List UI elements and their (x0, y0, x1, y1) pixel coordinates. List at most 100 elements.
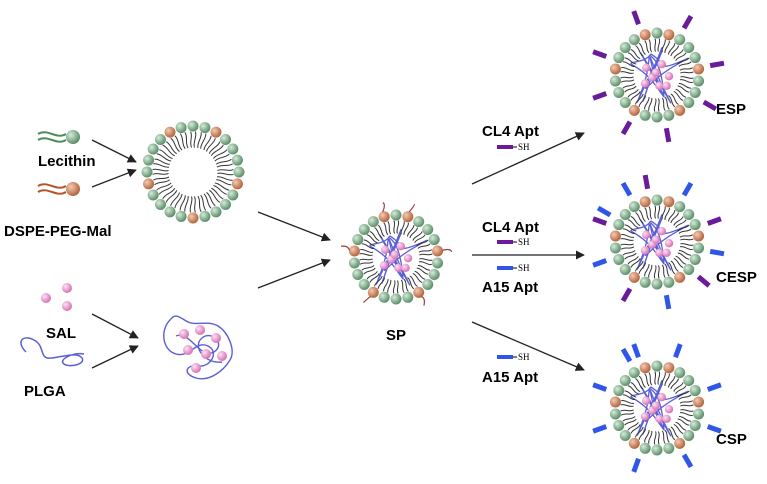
dspe-head (663, 196, 675, 208)
cl4-aptamer (592, 49, 608, 59)
lipid-tail (216, 163, 233, 168)
lipid-tail (624, 85, 637, 93)
a15-aptamer (709, 248, 725, 257)
lipid-tail (158, 185, 173, 195)
lecithin-head (651, 111, 663, 123)
lipid-tail (622, 416, 636, 422)
lipid-tail (638, 42, 646, 55)
lipid-vesicle (141, 120, 245, 224)
cl4-apt-label-top: CL4 Apt (482, 123, 539, 140)
lecithin-head (147, 189, 159, 201)
lipid-tail (670, 378, 680, 390)
dspe-head (143, 178, 155, 190)
lipid-tail (363, 267, 376, 275)
lipid-tail (675, 421, 687, 431)
lipid-tail (214, 182, 230, 191)
lipid-tail (197, 132, 202, 149)
lipid-tail (638, 262, 647, 274)
sal-drug (662, 81, 671, 91)
cl4-aptamer (631, 10, 641, 26)
cl4-aptamer (706, 216, 722, 226)
lipid-tail (387, 221, 392, 235)
lipid-tail (668, 262, 676, 275)
lipid-tail (624, 390, 637, 398)
lipid-tail (677, 85, 690, 93)
lecithin-head (175, 210, 187, 222)
sh-label-mid-a15: SH (518, 263, 530, 273)
lipid-tail (653, 265, 657, 279)
sal-drug-icon (41, 283, 72, 311)
lipid-tail (661, 430, 666, 444)
lecithin-head (619, 430, 631, 442)
cl4-aptamer (709, 60, 725, 69)
lipid-tail (624, 252, 637, 260)
lipid-tail (153, 163, 170, 168)
lipid-tail (644, 40, 650, 54)
lecithin-head (651, 360, 663, 372)
lecithin-head (619, 208, 631, 220)
lipid-tail (190, 131, 192, 148)
dspe-head (639, 196, 651, 208)
lipid-tail (620, 76, 634, 79)
lipid-tail (203, 193, 212, 209)
lecithin-head (609, 408, 621, 420)
peg-tail (421, 295, 425, 306)
peg-tail (442, 248, 453, 253)
lipid-tail (622, 83, 636, 89)
lecithin-head (663, 109, 675, 121)
lipid-tail (624, 418, 637, 426)
lipid-tail (400, 221, 405, 235)
lipid-tail (184, 132, 189, 149)
sal-drug (664, 405, 674, 414)
lipid-tail (664, 96, 670, 110)
lipid-tail (396, 280, 399, 294)
dspe-head (674, 271, 686, 283)
sal-drug (651, 68, 660, 77)
lipid-tail (673, 423, 684, 434)
lipid-tail (678, 249, 692, 256)
arrow-sal-to-core (91, 313, 139, 339)
lipid-tail (678, 228, 692, 234)
lipid-tail (680, 76, 694, 79)
lecithin-head (175, 122, 187, 134)
lipid-tail (661, 264, 666, 278)
lipid-tail (419, 258, 433, 261)
lipid-tail (673, 216, 684, 226)
lipid-tail (675, 385, 687, 394)
lipid-tail (622, 61, 636, 68)
lipid-tail (216, 176, 233, 181)
sal-drug (657, 227, 666, 236)
lipid-tail (369, 273, 380, 283)
lipid-tail (661, 97, 666, 111)
plga-chain (630, 380, 689, 437)
lipid-tail (644, 207, 650, 221)
sal-drug (381, 245, 390, 254)
lipid-tail (677, 224, 690, 232)
lipid-tail (203, 135, 212, 151)
cl4-aptamer-icon-mid (497, 240, 517, 244)
lecithin-head (141, 166, 153, 178)
lipid-tail (648, 97, 653, 111)
lipid-tail (215, 158, 232, 165)
lecithin-head (689, 385, 701, 397)
lipid-tail (206, 138, 216, 152)
lipid-tail (657, 98, 660, 112)
lipid-tail (638, 209, 646, 222)
lipid-tail (419, 253, 433, 256)
dspe-head (628, 104, 640, 116)
lipid-tail (620, 412, 635, 416)
lipid-tail (680, 238, 694, 241)
lecithin-head (613, 52, 625, 64)
lipid-tail (359, 258, 373, 261)
lipid-tail (407, 277, 415, 290)
lipid-tail (211, 187, 224, 200)
lecithin-head (220, 199, 232, 211)
lecithin-head (348, 257, 360, 269)
lecithin-head (613, 419, 625, 431)
lipid-tail (680, 243, 694, 246)
lecithin-head (358, 223, 370, 235)
cesp-label: CESP (716, 269, 757, 286)
lipid-tail (152, 173, 169, 175)
lecithin-head (674, 367, 686, 379)
